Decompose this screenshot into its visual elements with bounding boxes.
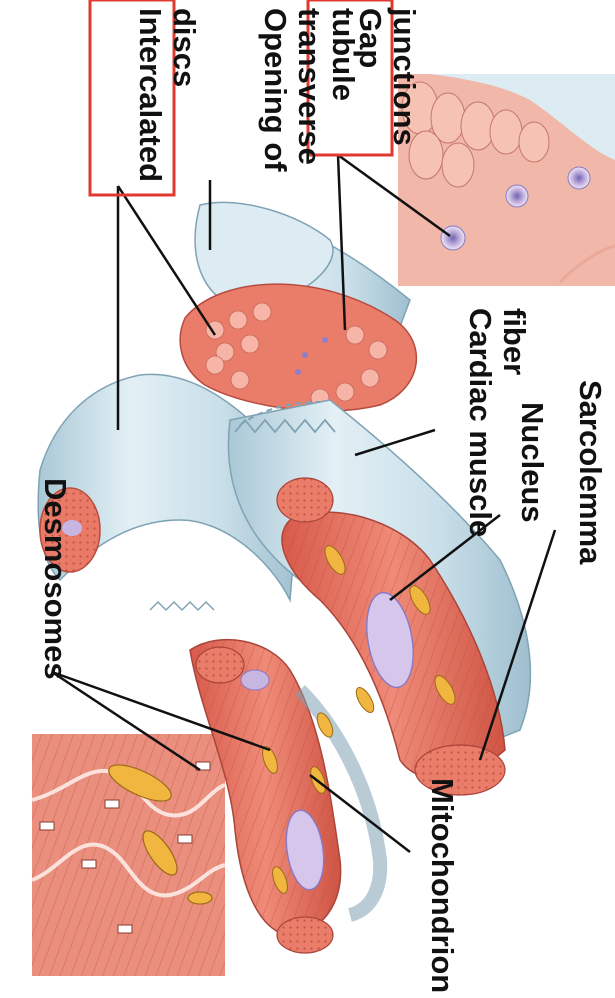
gap-junctions-line2: junctions bbox=[387, 7, 422, 146]
nucleus-label: Nucleus bbox=[515, 402, 550, 523]
desmosome-inset bbox=[32, 734, 225, 976]
cardiac-line2: fiber bbox=[497, 308, 532, 375]
gap-junctions-label: Gap junctions bbox=[353, 7, 422, 146]
cardiac-line1: Cardiac muscle bbox=[463, 308, 498, 537]
intercalated-discs-line1: Intercalated bbox=[133, 8, 168, 182]
opening-line2: transverse bbox=[292, 8, 327, 165]
gap-junctions-line1: Gap bbox=[353, 8, 388, 68]
intercalated-discs-label: Intercalated discs bbox=[133, 8, 202, 191]
mitochondrion-label: Mitochondrion bbox=[425, 778, 460, 993]
desmosomes-label: Desmosomes bbox=[38, 478, 73, 680]
gap-junction-inset bbox=[398, 74, 615, 286]
opening-line1: Opening of bbox=[258, 8, 293, 172]
intercalated-discs-line2: discs bbox=[167, 8, 202, 87]
sarcolemma-label: Sarcolemma bbox=[573, 380, 608, 565]
